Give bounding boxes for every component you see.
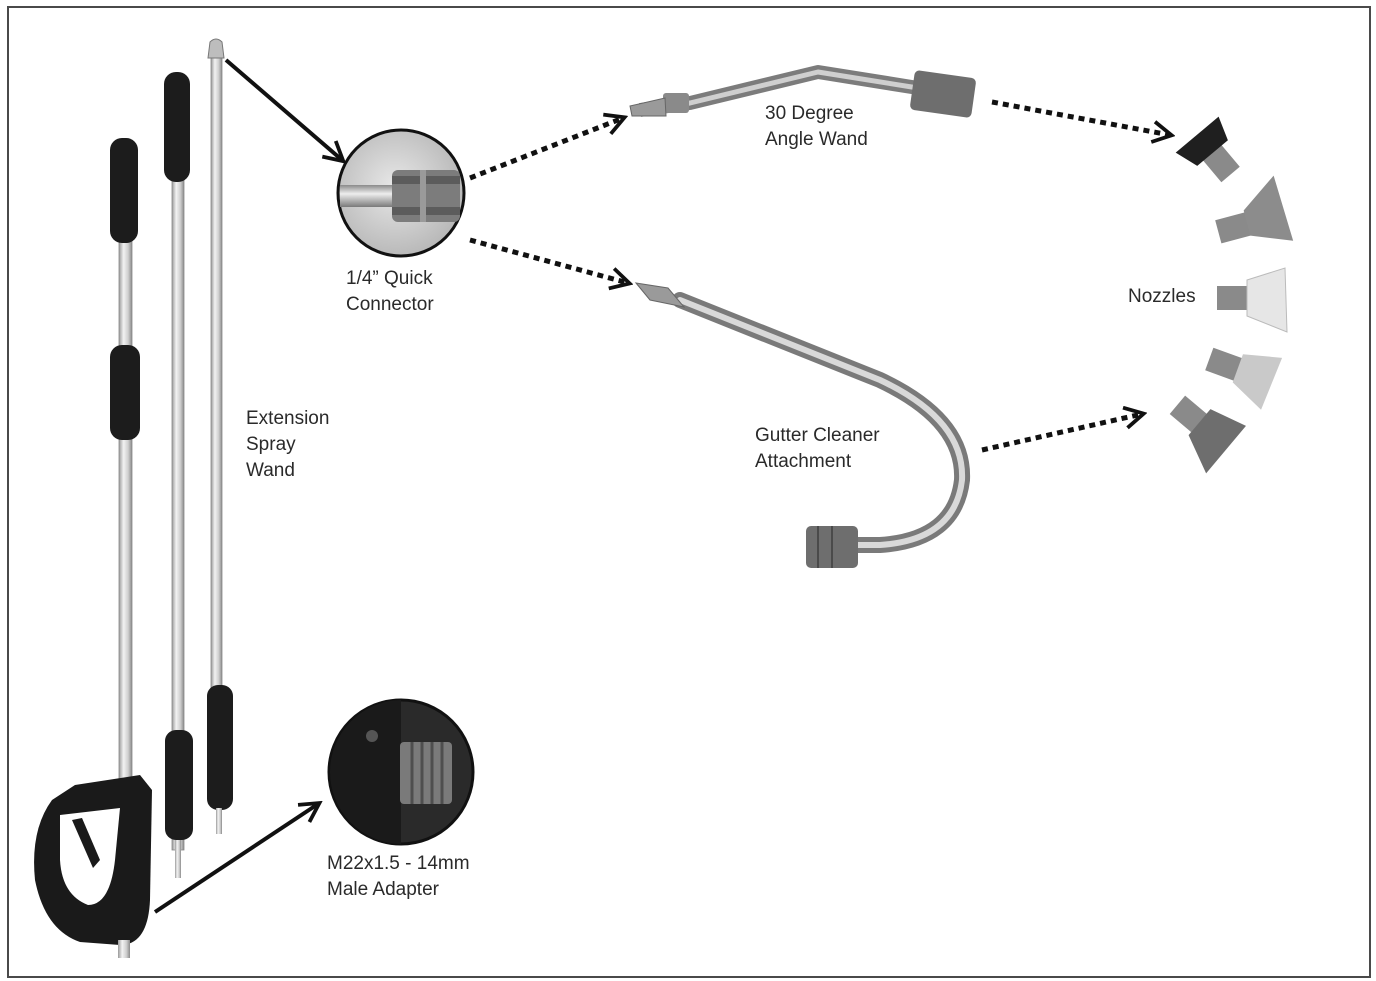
arrow-wand-tip-to-connector [224,58,342,160]
arrow-connector-to-angle-wand [469,118,623,181]
nozzle-2 [1215,175,1294,244]
male-adapter-label-line-1: M22x1.5 - 14mm [327,853,470,874]
gutter-cleaner-label-line-2: Attachment [755,451,852,472]
gutter-cleaner-label: Gutter Cleaner Attachment [755,423,880,475]
male-adapter-label-line-2: Male Adapter [327,879,439,900]
nozzle-set [1169,116,1294,474]
angle-wand-label-line-1: 30 Degree [765,103,854,124]
arrow-connector-to-gutter [469,237,628,283]
nozzle-4 [1205,347,1283,410]
nozzle-5 [1169,395,1246,474]
quick-connector-label-line-2: Connector [346,294,434,315]
diagram-frame [7,6,1371,978]
nozzle-3 [1217,267,1288,333]
angle-wand-30-degree [629,65,976,118]
angle-wand-label-line-2: Angle Wand [765,129,868,150]
gutter-cleaner-label-line-1: Gutter Cleaner [755,425,880,446]
extension-wand-label-line-3: Wand [246,460,295,481]
quick-connector-label: 1/4” Quick Connector [346,266,434,318]
extension-wand-rod-2 [164,72,193,878]
male-adapter-label: M22x1.5 - 14mm Male Adapter [327,851,470,903]
arrow-angle-wand-to-nozzles [991,99,1170,135]
arrow-gutter-to-nozzles [981,414,1142,453]
nozzle-1 [1175,116,1240,183]
extension-wand-label: Extension Spray Wand [246,406,329,484]
extension-wand-label-line-1: Extension [246,408,330,429]
angle-wand-label: 30 Degree Angle Wand [765,101,868,153]
gutter-cleaner-attachment [634,282,971,568]
trigger-gun [34,775,152,958]
arrows [153,58,1170,914]
nozzles-label: Nozzles [1128,286,1196,307]
extension-wand-rod-1 [110,138,140,781]
quick-connector-label-line-1: 1/4” Quick [346,268,433,289]
arrow-gun-to-adapter [153,804,318,914]
male-adapter-closeup [327,698,475,846]
quick-connector-closeup [336,128,466,258]
extension-wand-rod-3 [207,38,233,834]
extension-wand-label-line-2: Spray [246,434,296,455]
